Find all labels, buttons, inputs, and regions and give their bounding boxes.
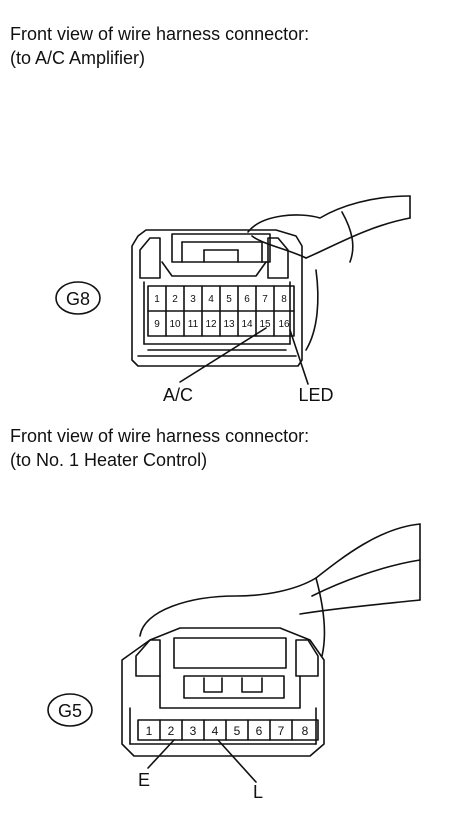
connector-b-pin-8: 8 (302, 724, 309, 738)
connector-a-wire-harness (247, 195, 411, 351)
connector-b-pin-6: 6 (256, 724, 263, 738)
connector-a-housing (131, 229, 303, 367)
connector-b-id-label: G5 (58, 701, 82, 721)
connector-a-pin-4: 4 (208, 294, 214, 305)
connector-b-pin-7: 7 (278, 724, 285, 738)
connector-b-id-badge (47, 693, 93, 727)
connector-a-callout-led: LED (298, 385, 333, 405)
connector-a-callout-ac: A/C (163, 385, 193, 405)
connector-b-pin-1: 1 (146, 724, 153, 738)
connector-b-housing (121, 627, 325, 757)
connector-a-pin-12: 12 (205, 319, 217, 330)
connector-a-pin-6: 6 (244, 294, 250, 305)
connector-b-pin-row (137, 719, 319, 741)
connector-b-pin-5: 5 (234, 724, 241, 738)
connector-a-pin-8: 8 (281, 294, 287, 305)
connector-b-callout-e: E (138, 770, 150, 790)
connector-a-id-label: G8 (66, 289, 90, 309)
connector-a-pin-16: 16 (278, 319, 290, 330)
connector-a-pin-3: 3 (190, 294, 196, 305)
connector-b-pin-3: 3 (190, 724, 197, 738)
connector-b-wire-harness (139, 523, 421, 657)
connector-a-pin-14: 14 (241, 319, 253, 330)
connector-a-pin-13: 13 (223, 319, 235, 330)
connector-a-pin-9: 9 (154, 319, 160, 330)
connector-a-pin-5: 5 (226, 294, 232, 305)
connector-a-pin-11: 11 (188, 319, 199, 330)
connector-b-callout-lines (147, 739, 257, 783)
connector-b-caption-line1: Front view of wire harness connector: (10, 426, 310, 446)
connector-a-caption-line1: Front view of wire harness connector: (10, 24, 310, 44)
connector-a-id-badge (55, 281, 101, 315)
connector-a-pin-15: 15 (259, 319, 271, 330)
connector-a-pin-1: 1 (154, 294, 160, 305)
connector-b-caption: Front view of wire harness connector: (t… (10, 424, 309, 472)
connector-b-pin-4: 4 (212, 724, 219, 738)
connector-a-pin-10: 10 (169, 319, 181, 330)
connector-a-callout-lines (179, 327, 309, 385)
connector-b-pin-2: 2 (168, 724, 175, 738)
connector-a-pin-7: 7 (262, 294, 268, 305)
connector-b-callout-l: L (253, 782, 263, 802)
connector-a-caption-line2: (to A/C Amplifier) (10, 48, 146, 68)
connector-a-pin-grid (147, 285, 295, 337)
connector-a-pin-2: 2 (172, 294, 178, 305)
connector-a-caption: Front view of wire harness connector: (t… (10, 22, 309, 70)
connector-b-caption-line2: (to No. 1 Heater Control) (10, 450, 208, 470)
